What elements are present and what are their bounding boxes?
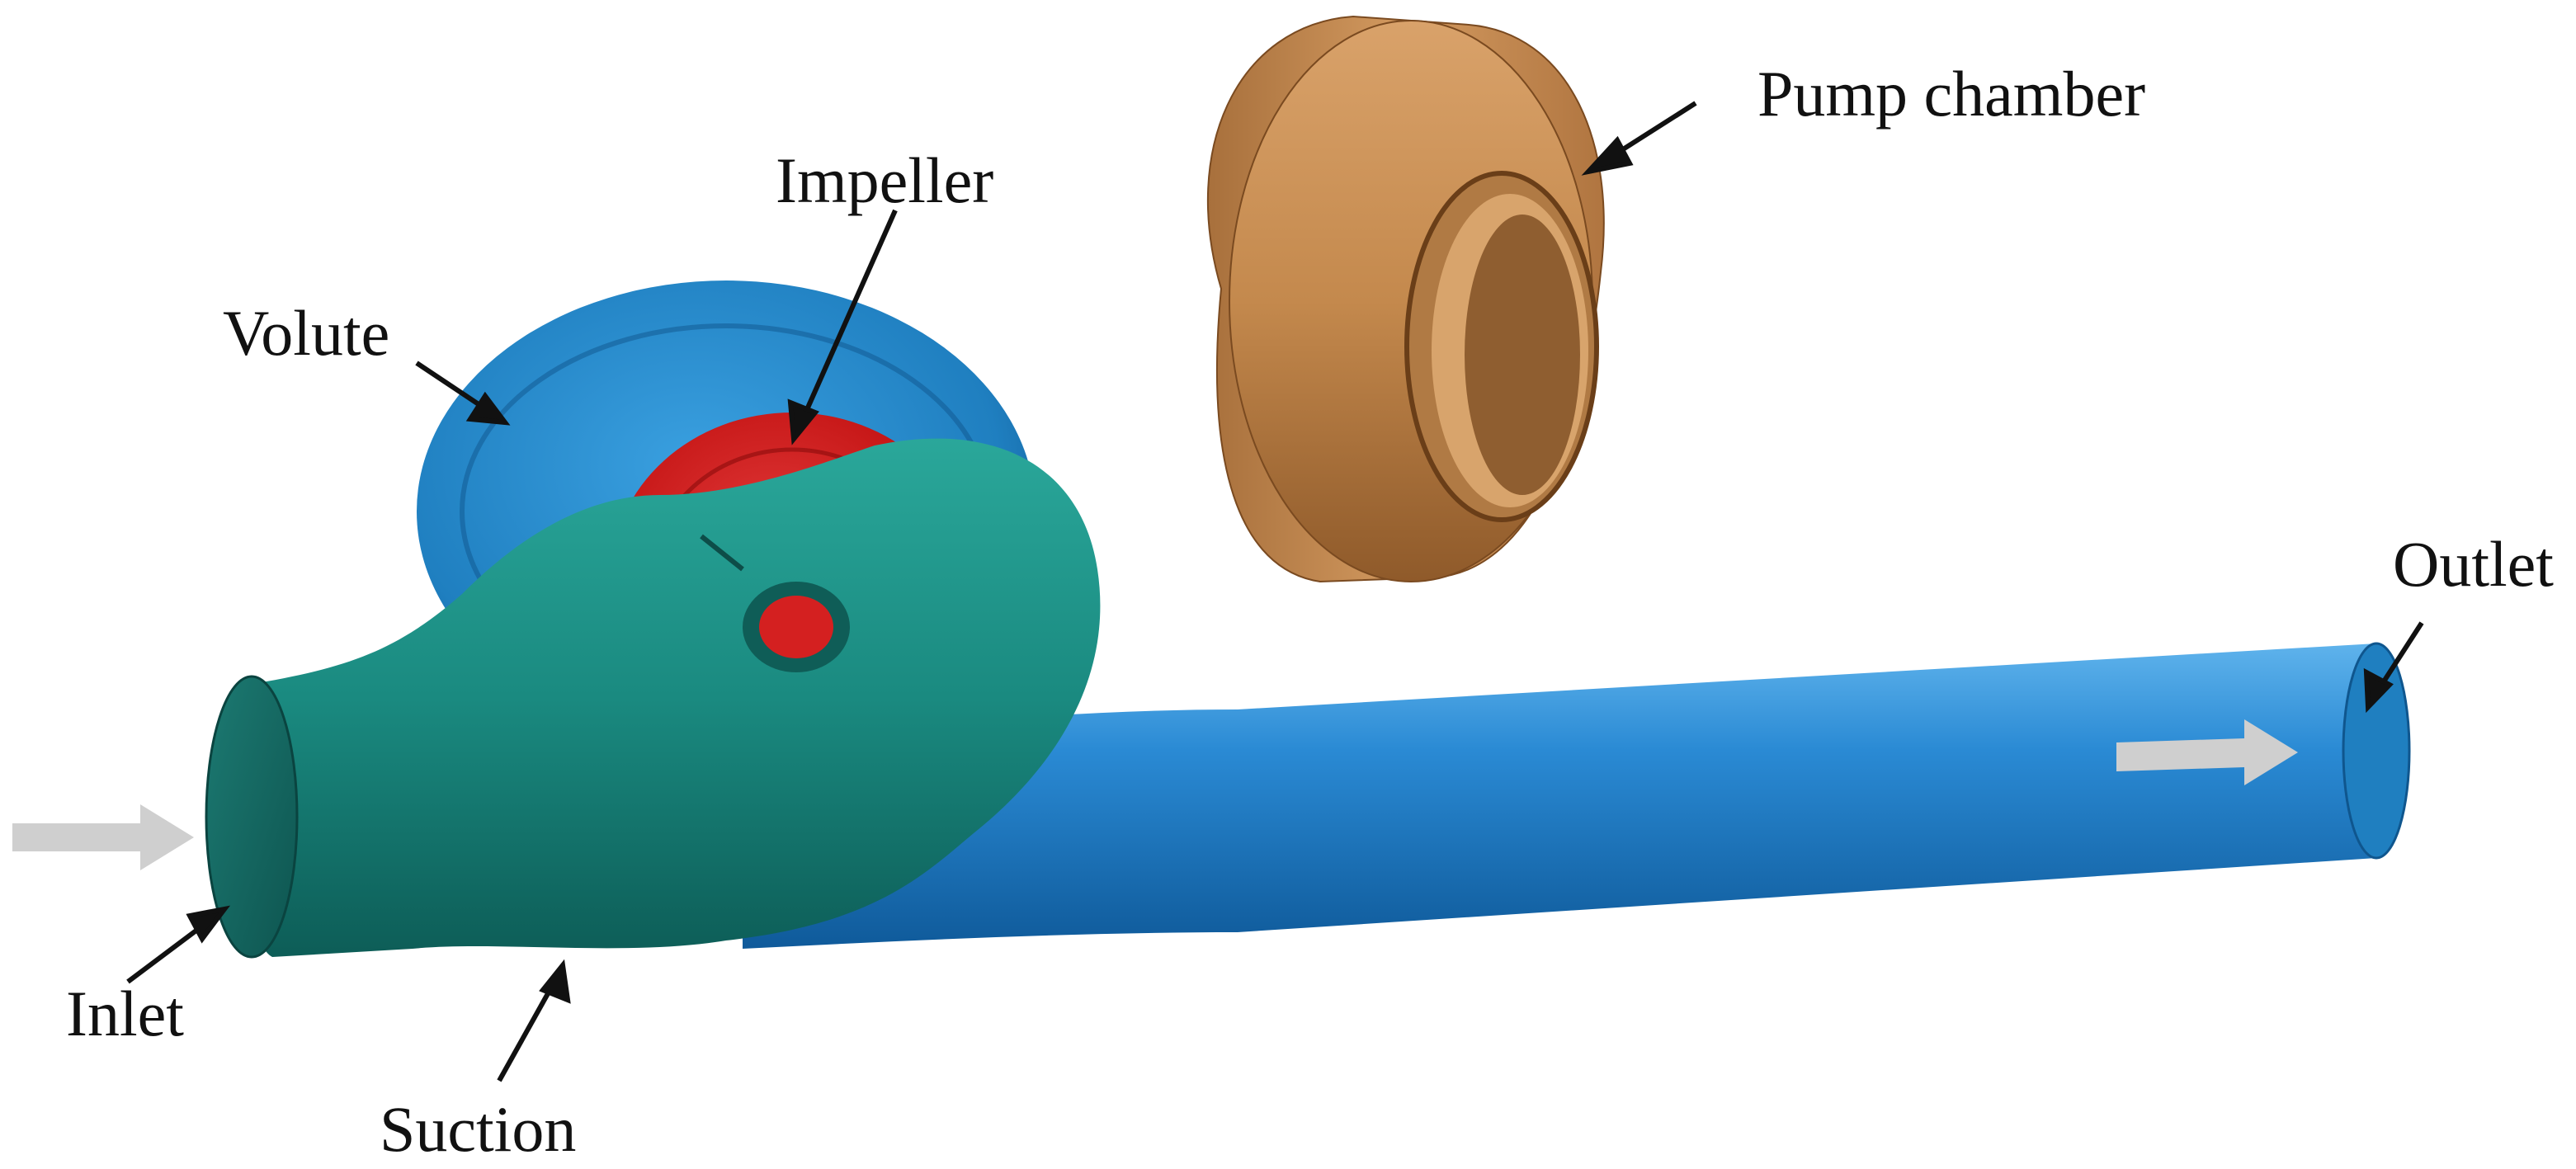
suction-body: [235, 438, 1101, 957]
outlet-pipe: [743, 642, 2411, 949]
label-impeller: Impeller: [776, 144, 993, 216]
outlet-flow-arrow: [2116, 719, 2298, 785]
inlet-face: [205, 675, 299, 959]
leader-lines: [126, 101, 2424, 1082]
label-inlet: Inlet: [66, 978, 184, 1049]
label-suction: Suction: [380, 1093, 576, 1165]
pump-chamber: [1206, 15, 1605, 583]
inlet-flow-arrow: [12, 804, 194, 870]
label-outlet: Outlet: [2393, 528, 2554, 600]
label-volute: Volute: [223, 297, 389, 369]
label-pump-chamber: Pump chamber: [1757, 58, 2145, 130]
